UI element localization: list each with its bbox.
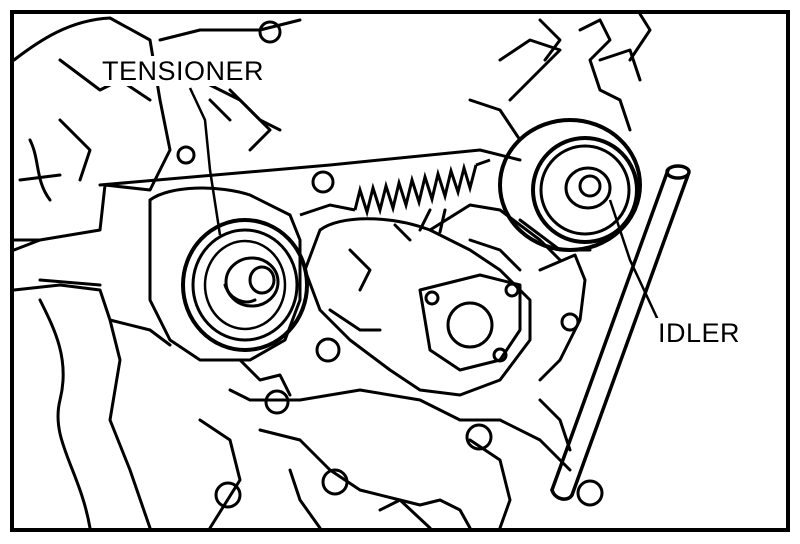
tensioner-spring [299, 158, 491, 218]
tensioner-pulley [148, 186, 309, 362]
guide-rod [550, 164, 691, 501]
idler-label: IDLER [656, 318, 743, 348]
leader-lines [188, 87, 660, 321]
idler-pulley [498, 118, 642, 252]
center-housing [303, 203, 587, 397]
figure-border [10, 10, 790, 532]
tensioner-leader [188, 87, 222, 236]
upper-castings [176, 12, 652, 165]
idler-leader [608, 199, 660, 321]
lower-assembly [198, 358, 604, 530]
tensioner-label: TENSIONER [100, 56, 267, 86]
